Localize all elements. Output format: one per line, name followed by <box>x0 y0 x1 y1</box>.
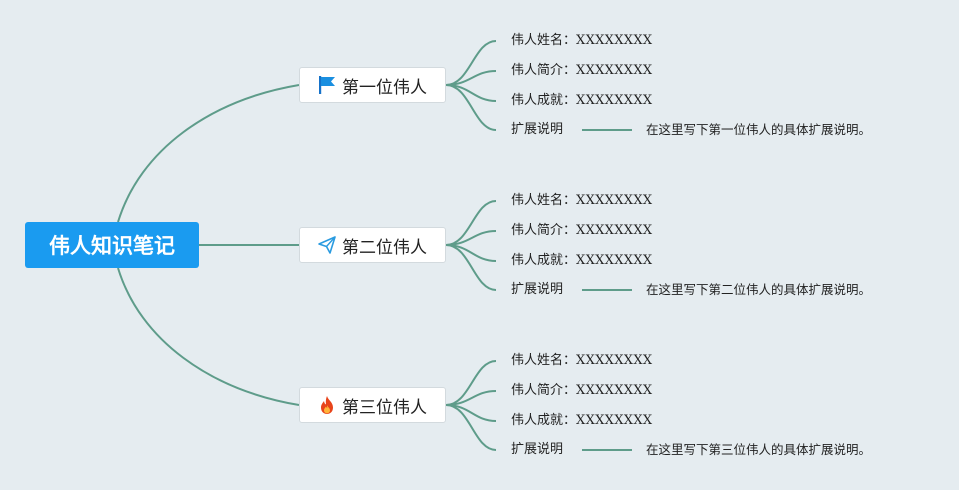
leaf-label: 伟人姓名： <box>511 353 577 368</box>
paper-plane-icon <box>316 234 338 256</box>
leaf-value: XXXXXXXX <box>576 93 653 108</box>
branch-label: 第三位伟人 <box>342 397 427 418</box>
leaf-name-2[interactable]: 伟人姓名：XXXXXXXX <box>511 191 652 211</box>
connector-root-branch-1 <box>117 84 300 223</box>
leaf-value: XXXXXXXX <box>576 193 653 208</box>
leaf-achievement-3[interactable]: 伟人成就：XXXXXXXX <box>511 411 652 431</box>
leaf-name-3[interactable]: 伟人姓名：XXXXXXXX <box>511 351 652 371</box>
connector-b2-leaf-4 <box>445 244 497 291</box>
leaf-intro-2[interactable]: 伟人简介：XXXXXXXX <box>511 221 652 241</box>
branch-label: 第二位伟人 <box>342 237 427 258</box>
connector-b1-leaf-4 <box>445 84 497 131</box>
flag-icon <box>316 74 338 96</box>
branch-topic-1[interactable]: 第一位伟人 <box>299 67 446 103</box>
branch-topic-3[interactable]: 第三位伟人 <box>299 387 446 423</box>
leaf-value: XXXXXXXX <box>576 383 653 398</box>
leaf-value: XXXXXXXX <box>576 413 653 428</box>
leaf-value: XXXXXXXX <box>576 353 653 368</box>
branch-topic-2[interactable]: 第二位伟人 <box>299 227 446 263</box>
connector-b3-leaf-4 <box>445 404 497 451</box>
leaf-value: XXXXXXXX <box>576 253 653 268</box>
branch-label: 第一位伟人 <box>342 77 427 98</box>
fire-icon <box>316 394 338 416</box>
leaf-label: 伟人成就： <box>511 413 577 428</box>
extension-note-2[interactable]: 在这里写下第二位伟人的具体扩展说明。 <box>646 282 872 297</box>
connector-root-branch-3 <box>117 267 300 406</box>
leaf-value: XXXXXXXX <box>576 223 653 238</box>
leaf-value: XXXXXXXX <box>576 63 653 78</box>
leaf-label: 伟人简介： <box>511 223 577 238</box>
leaf-label: 伟人简介： <box>511 383 577 398</box>
root-topic[interactable]: 伟人知识笔记 <box>25 222 199 268</box>
leaf-label: 伟人成就： <box>511 253 577 268</box>
leaf-extension-1[interactable]: 扩展说明 <box>511 122 564 137</box>
leaf-extension-3[interactable]: 扩展说明 <box>511 442 564 457</box>
leaf-label: 伟人姓名： <box>511 193 577 208</box>
leaf-label: 伟人成就： <box>511 93 577 108</box>
leaf-label: 伟人姓名： <box>511 33 577 48</box>
leaf-name-1[interactable]: 伟人姓名：XXXXXXXX <box>511 31 652 51</box>
leaf-extension-2[interactable]: 扩展说明 <box>511 282 564 297</box>
leaf-intro-1[interactable]: 伟人简介：XXXXXXXX <box>511 61 652 81</box>
extension-note-1[interactable]: 在这里写下第一位伟人的具体扩展说明。 <box>646 122 872 137</box>
leaf-value: XXXXXXXX <box>576 33 653 48</box>
leaf-intro-3[interactable]: 伟人简介：XXXXXXXX <box>511 381 652 401</box>
leaf-label: 伟人简介： <box>511 63 577 78</box>
leaf-achievement-2[interactable]: 伟人成就：XXXXXXXX <box>511 251 652 271</box>
extension-note-3[interactable]: 在这里写下第三位伟人的具体扩展说明。 <box>646 442 872 457</box>
leaf-achievement-1[interactable]: 伟人成就：XXXXXXXX <box>511 91 652 111</box>
